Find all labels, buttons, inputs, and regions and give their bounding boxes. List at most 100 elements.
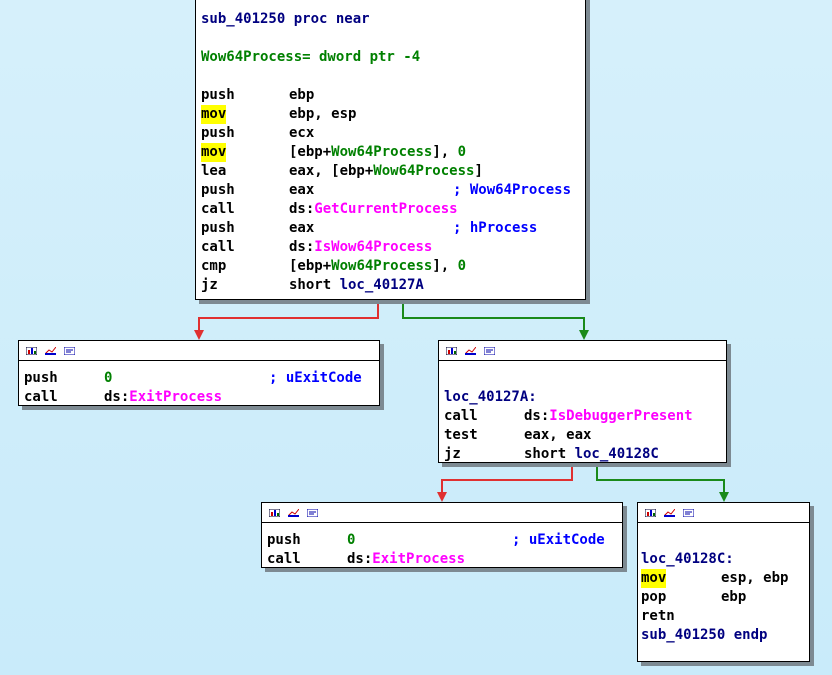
operand: ds:ExitProcess	[104, 388, 222, 407]
mnemonic: mov	[641, 569, 667, 588]
node-sub-401250[interactable]: sub_401250 proc near Wow64Process= dword…	[195, 0, 586, 300]
text-view-icon[interactable]	[64, 347, 75, 355]
instruction-row[interactable]: mov esp, ebp	[641, 569, 809, 588]
operand-part: short	[289, 277, 340, 293]
operand-part: ds:	[347, 551, 373, 567]
node-toolbar	[262, 503, 622, 523]
edge-false-main	[198, 300, 379, 333]
stack-var: Wow64Process= dword ptr -4	[201, 49, 421, 65]
operand-part: ]	[474, 163, 483, 179]
operand: esp, ebp	[721, 570, 789, 586]
chart-icon[interactable]	[26, 347, 37, 355]
jump-target[interactable]: loc_40128C	[574, 446, 659, 462]
operand: ds:IsWow64Process	[289, 238, 432, 257]
block-label: loc_40127A:	[444, 389, 537, 405]
node-exit-process-1[interactable]: push 0 ; uExitCode call ds:ExitProcess	[18, 340, 380, 406]
api-name[interactable]: IsDebuggerPresent	[549, 408, 693, 424]
immediate: 0	[457, 258, 467, 274]
instruction-row[interactable]: cmp [ebp+Wow64Process], 0	[201, 257, 585, 276]
text-view-icon[interactable]	[307, 509, 318, 517]
graph-icon[interactable]	[288, 509, 299, 517]
operand-part: ],	[432, 258, 458, 274]
arrow-head	[437, 492, 447, 502]
text-view-icon[interactable]	[683, 509, 694, 517]
operand-part: short	[524, 446, 575, 462]
operand: [ebp+Wow64Process], 0	[289, 143, 466, 162]
mnemonic: mov	[201, 143, 227, 162]
comment: ; uExitCode	[269, 370, 362, 386]
comment: ; uExitCode	[512, 532, 605, 548]
operand: 0	[347, 532, 356, 548]
stack-var-ref[interactable]: Wow64Process	[331, 258, 433, 274]
mnemonic: pop	[641, 589, 667, 605]
operand: eax	[289, 182, 315, 198]
operand-part: ],	[432, 144, 458, 160]
api-name[interactable]: GetCurrentProcess	[314, 201, 458, 217]
operand: short loc_40127A	[289, 276, 424, 295]
api-name[interactable]: ExitProcess	[129, 389, 223, 405]
operand-part: eax, [ebp+	[289, 163, 374, 179]
stack-var-ref[interactable]: Wow64Process	[373, 163, 475, 179]
node-loc-40127a[interactable]: loc_40127A: call ds:IsDebuggerPresent test…	[438, 340, 727, 463]
chart-icon[interactable]	[446, 347, 457, 355]
node-exit-process-2[interactable]: push 0 ; uExitCode call ds:ExitProcess	[261, 502, 623, 568]
mnemonic: cmp	[201, 258, 227, 274]
graph-icon[interactable]	[465, 347, 476, 355]
mnemonic: call	[267, 551, 301, 567]
node-toolbar	[19, 341, 379, 361]
jump-target[interactable]: loc_40127A	[339, 277, 424, 293]
operand: [ebp+Wow64Process], 0	[289, 257, 466, 276]
operand: ebp	[289, 87, 315, 103]
mnemonic: call	[24, 389, 58, 405]
mnemonic: push	[201, 220, 235, 236]
chart-icon[interactable]	[269, 509, 280, 517]
operand: short loc_40128C	[524, 445, 659, 464]
instruction-row[interactable]: mov [ebp+Wow64Process], 0	[201, 143, 585, 162]
edge-true-debug	[596, 462, 725, 495]
proc-header: sub_401250 proc near	[201, 11, 370, 27]
mnemonic: push	[201, 87, 235, 103]
operand-part: [ebp+	[289, 144, 332, 160]
operand: 0	[104, 370, 113, 386]
mnemonic: call	[201, 239, 235, 255]
graph-icon[interactable]	[45, 347, 56, 355]
instruction-row[interactable]: push 0 ; uExitCode	[267, 531, 622, 550]
mnemonic: call	[444, 408, 478, 424]
operand-part: ds:	[289, 201, 315, 217]
operand-part: ds:	[524, 408, 550, 424]
chart-icon[interactable]	[645, 509, 656, 517]
graph-icon[interactable]	[664, 509, 675, 517]
stack-var-ref[interactable]: Wow64Process	[331, 144, 433, 160]
instruction-row[interactable]: call ds:IsWow64Process	[201, 238, 585, 257]
mnemonic: push	[24, 370, 58, 386]
api-name[interactable]: ExitProcess	[372, 551, 466, 567]
mnemonic: push	[267, 532, 301, 548]
api-name[interactable]: IsWow64Process	[314, 239, 433, 255]
block-label: loc_40128C:	[641, 551, 734, 567]
mnemonic: test	[444, 427, 478, 443]
instruction-row[interactable]: call ds:ExitProcess	[24, 388, 379, 407]
edge-false-debug	[441, 462, 573, 495]
instruction-row[interactable]: push ebp	[201, 86, 585, 105]
operand: ds:GetCurrentProcess	[289, 200, 458, 219]
instruction-row[interactable]: call ds:IsDebuggerPresent	[444, 407, 726, 426]
text-view-icon[interactable]	[484, 347, 495, 355]
instruction-row[interactable]: push 0 ; uExitCode	[24, 369, 379, 388]
mnemonic: retn	[641, 608, 675, 624]
instruction-row[interactable]: retn	[641, 607, 809, 626]
operand: ds:ExitProcess	[347, 550, 465, 569]
comment: ; hProcess	[453, 220, 538, 236]
instruction-row[interactable]: call ds:ExitProcess	[267, 550, 622, 569]
